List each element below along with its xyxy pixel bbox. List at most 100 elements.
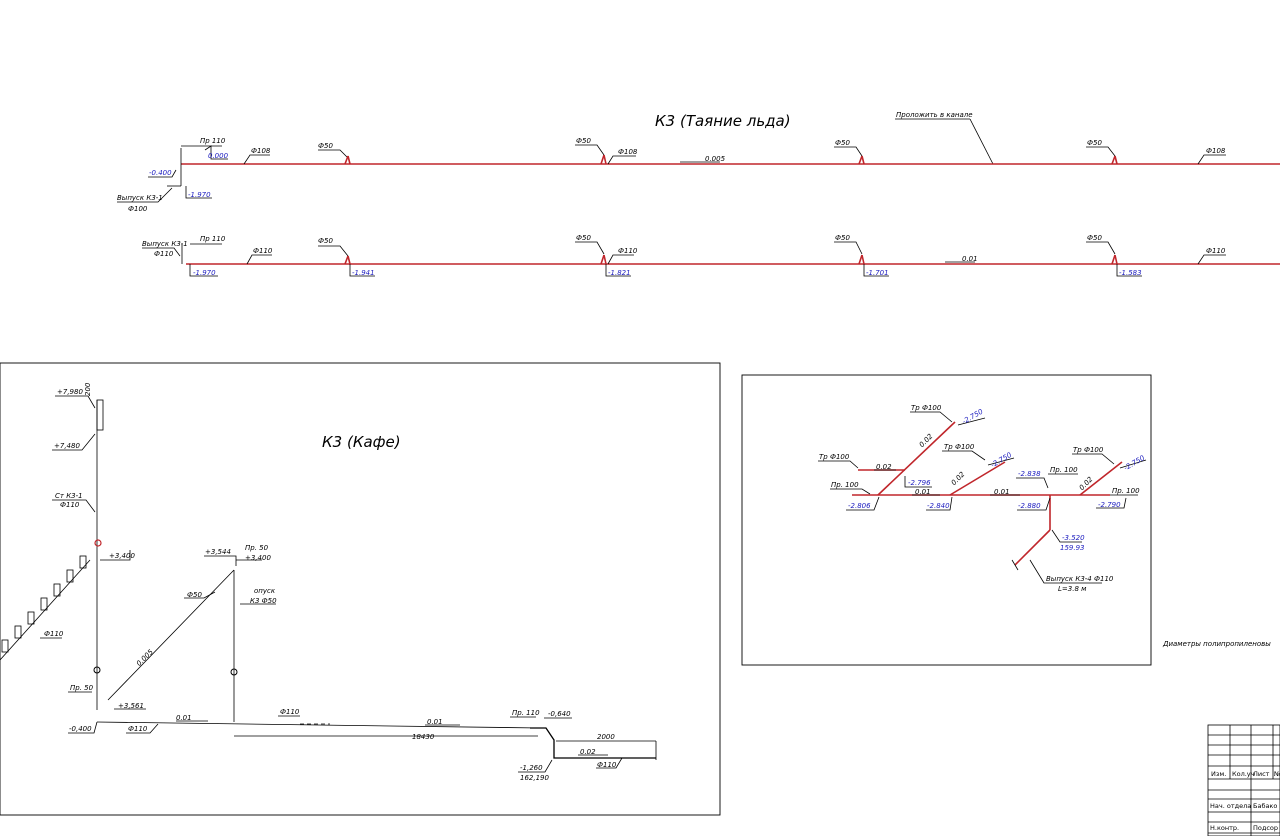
right-l-2880: -2.880 [1018,502,1041,510]
row2-outlet: Выпуск К3-1 [142,240,188,248]
side-note: Диаметры полипропиленовы [1162,640,1271,648]
right-section: Тр Ф100 -2.750 0.02 Тр Ф100 0.02 -2.796 … [741,374,1152,666]
cafe-pr50: Пр. 50 [245,544,269,552]
row1-pr: Пр 110 [200,137,226,145]
cafe-slope-c: 0.02 [580,748,596,756]
dim-18430: 18430 [412,733,435,741]
right-l-2750c: -2.750 [1123,454,1147,472]
row1-bottom-level: -1.970 [188,191,211,199]
right-s001a: 0.01 [915,488,931,496]
right-l-2750a: -2.750 [961,407,985,425]
row2-level-1: -1.970 [193,269,216,277]
pipe-row-1: Пр 110 0.000 -0.400 -1.970 Выпуск К3-1 Ф… [117,137,1280,213]
right-tr2: Тр Ф100 [819,453,850,461]
row2-d-2: Ф110 [618,247,638,255]
cafe-l-m640: -0,640 [548,710,571,718]
cafe-slope-a: 0.01 [176,714,192,722]
right-l-2840: -2.840 [927,502,950,510]
right-pr100-mid: Пр. 100 [1050,466,1078,474]
cafe-section: К3 (Кафе) 200 +7,980 +7,480 Ст К3-1 Ф110… [0,362,721,816]
cafe-d50: Ф50 [187,591,202,599]
cafe-l-7980: +7,980 [57,388,83,396]
channel-note: Проложить в канале [896,111,973,119]
cafe-l-3561: +3,561 [118,702,144,710]
cafe-d110-end: Ф110 [597,761,617,769]
tb-h4: № [1273,770,1280,778]
row2-level-3: -1.821 [608,269,631,277]
row2-branch-3: Ф50 [835,234,850,242]
right-tr4: Тр Ф100 [1073,446,1104,454]
right-l-2790: -2.790 [1098,501,1121,509]
row2-level-2: -1.941 [352,269,375,277]
right-outlet: Выпуск К3-4 Ф110 [1046,575,1114,583]
row1-d-end: Ф108 [1206,147,1226,155]
row1-top-level: 0.000 [208,152,229,160]
row1-left-level: -0.400 [149,169,172,177]
right-tr1: Тр Ф100 [911,404,942,412]
row1-outlet-d: Ф100 [128,205,148,213]
row2-outlet-d: Ф110 [154,250,174,258]
right-pr100-right: Пр. 100 [1112,487,1140,495]
right-tr3: Тр Ф100 [944,443,975,451]
row1-slope: 0.005 [705,155,726,163]
row1-branch-2: Ф50 [576,137,591,145]
cafe-opusk: опуск [254,587,276,595]
pipe-row-2: Пр 110 Выпуск К3-1 Ф110 -1.970 Ф110 Ф50 … [142,234,1280,277]
cafe-frame [0,362,721,816]
right-pr100-left: Пр. 100 [831,481,859,489]
tb-h2: Кол.уч [1232,770,1255,778]
row2-d-main: Ф110 [253,247,273,255]
cafe-l-7480: +7,480 [54,442,80,450]
cafe-l-m400: -0,400 [69,725,92,733]
tb-r1a: Нач. отдела [1210,802,1251,810]
row1-branch-1: Ф50 [318,142,333,150]
right-s002b: 0.02 [876,463,892,471]
row2-d-end: Ф110 [1206,247,1226,255]
right-s002c: 0.02 [950,470,967,487]
row2-level-5: -1.583 [1119,269,1142,277]
cafe-l-3544: +3,544 [205,548,231,556]
row1-outlet: Выпуск К3-1 [117,194,163,202]
cafe-l-3400b: +3,400 [245,554,271,562]
right-l-2750b: -2.750 [990,451,1014,469]
cafe-l-m1260: -1,260 [520,764,543,772]
cafe-l-162190: 162,190 [520,774,549,782]
riser-label: Ст К3-1 [55,492,83,500]
title-block: Изм. Кол.уч Лист № Нач. отдела Бабако Н.… [1207,724,1280,836]
tb-r2b: Подсор [1253,824,1278,832]
tb-h3: Лист [1253,770,1270,778]
fixture-row [0,555,91,661]
row1-branch-4: Ф50 [1087,139,1102,147]
row2-level-4: -1.701 [866,269,889,277]
right-l-3520: -3.520 [1062,534,1085,542]
row1-d-2: Ф108 [618,148,638,156]
right-length: L=3.8 м [1058,585,1087,593]
row2-slope: 0.01 [962,255,978,263]
right-s002a: 0.02 [918,432,935,449]
right-l-2838: -2.838 [1018,470,1041,478]
cafe-pr110: Пр. 110 [512,709,540,717]
row2-branch-2: Ф50 [576,234,591,242]
cafe-slope-b: 0.01 [427,718,443,726]
row1-branch-3: Ф50 [835,139,850,147]
row2-branch-4: Ф50 [1087,234,1102,242]
cafe-k3-50: К3 Ф50 [250,597,277,605]
row2-pr: Пр 110 [200,235,226,243]
cafe-l-3400: +3,400 [109,552,135,560]
cafe-title: К3 (Кафе) [322,433,401,451]
row1-d-main: Ф108 [251,147,271,155]
tb-r2a: Н.контр. [1210,824,1239,832]
dim-2000: 2000 [597,733,615,741]
tb-h1: Изм. [1211,770,1226,778]
tb-r1b: Бабако [1253,802,1277,810]
cafe-d110-left: Ф110 [44,630,64,638]
top-title: К3 (Таяние льда) [655,112,791,130]
cafe-slope-diag: 0.005 [135,648,155,668]
right-l-15993: 159.93 [1060,544,1085,552]
dim-200: 200 [84,382,92,396]
riser-d: Ф110 [60,501,80,509]
right-l-2796: -2.796 [908,479,931,487]
top-section: К3 (Таяние льда) Проложить в канале Пр 1… [117,111,1280,277]
row2-branch-1: Ф50 [318,237,333,245]
